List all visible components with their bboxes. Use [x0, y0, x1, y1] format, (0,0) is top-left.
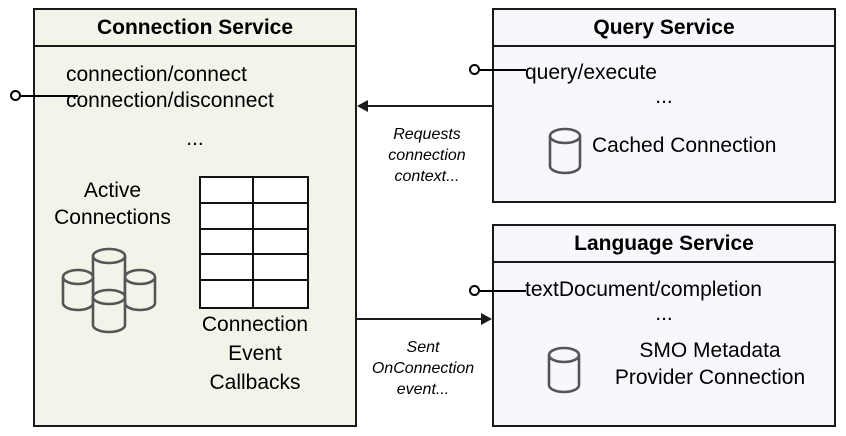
edge-label-line-2: OnConnection	[371, 360, 475, 377]
active-connections-line-2: Connections	[54, 206, 171, 229]
connection-event-callbacks-caption: Connection Event Callbacks	[179, 310, 331, 397]
active-connections-cylinder-cluster	[55, 240, 167, 340]
edge-label-line-1: Sent	[406, 339, 440, 356]
table-cell	[201, 178, 254, 204]
table-cell	[254, 230, 307, 256]
smo-metadata-provider-cylinder	[544, 344, 584, 396]
edge-label-line-3: event...	[396, 381, 450, 398]
table-cell	[201, 203, 254, 230]
smo-line-2: Provider Connection	[614, 366, 806, 389]
active-connections-caption: Active Connections	[40, 177, 185, 231]
table-cell	[254, 178, 307, 204]
table-cell	[254, 281, 307, 307]
operation-query-execute[interactable]: query/execute	[525, 61, 657, 84]
query-service-component[interactable]: Query Service	[492, 8, 836, 203]
language-service-operations-ellipsis: ...	[655, 302, 673, 325]
edge-label-requests-connection-context: Requests connection context...	[362, 124, 492, 187]
operation-connection-connect[interactable]: connection/connect	[66, 63, 247, 86]
edge-label-sent-onconnection-event: Sent OnConnection event...	[355, 337, 491, 400]
query-service-operations-ellipsis: ...	[655, 85, 673, 108]
table-cell	[201, 255, 254, 282]
lollipop-interface-icon	[10, 90, 21, 101]
lollipop-interface-icon	[469, 64, 480, 75]
cached-connection-cylinder	[545, 125, 585, 177]
table-cell	[201, 281, 254, 307]
lollipop-stem	[480, 69, 526, 71]
edge-line	[368, 105, 492, 107]
table-cell	[254, 255, 307, 282]
edge-label-line-1: Requests	[393, 126, 461, 143]
table-cell	[254, 204, 307, 230]
active-connections-line-1: Active	[83, 179, 142, 202]
callbacks-line-3: Callbacks	[209, 371, 301, 394]
smo-metadata-provider-caption: SMO Metadata Provider Connection	[590, 337, 830, 391]
connection-event-callbacks-table	[199, 176, 309, 309]
arrowhead-left-icon	[357, 100, 368, 112]
callbacks-line-2: Event	[228, 342, 282, 365]
cached-connection-caption: Cached Connection	[592, 132, 832, 159]
lollipop-stem	[21, 95, 78, 97]
edge-label-line-2: connection	[388, 147, 466, 164]
cached-connection-line-1: Cached Connection	[592, 134, 777, 157]
edge-line	[357, 318, 481, 320]
language-service-component[interactable]: Language Service	[492, 224, 836, 427]
query-service-title: Query Service	[494, 10, 834, 47]
callbacks-line-1: Connection	[201, 313, 309, 336]
lollipop-interface-icon	[469, 285, 480, 296]
operation-connection-disconnect[interactable]: connection/disconnect	[66, 89, 274, 112]
connection-service-title: Connection Service	[35, 10, 355, 47]
connection-service-operations-ellipsis: ...	[186, 127, 204, 150]
connection-service-operations: connection/connect connection/disconnect	[66, 62, 274, 114]
edge-label-line-3: context...	[394, 168, 460, 185]
lollipop-stem	[480, 290, 526, 292]
table-cell	[201, 229, 254, 256]
operation-textdocument-completion[interactable]: textDocument/completion	[525, 278, 762, 301]
arrowhead-right-icon	[481, 313, 492, 325]
language-service-title: Language Service	[494, 226, 834, 263]
smo-line-1: SMO Metadata	[639, 339, 781, 362]
